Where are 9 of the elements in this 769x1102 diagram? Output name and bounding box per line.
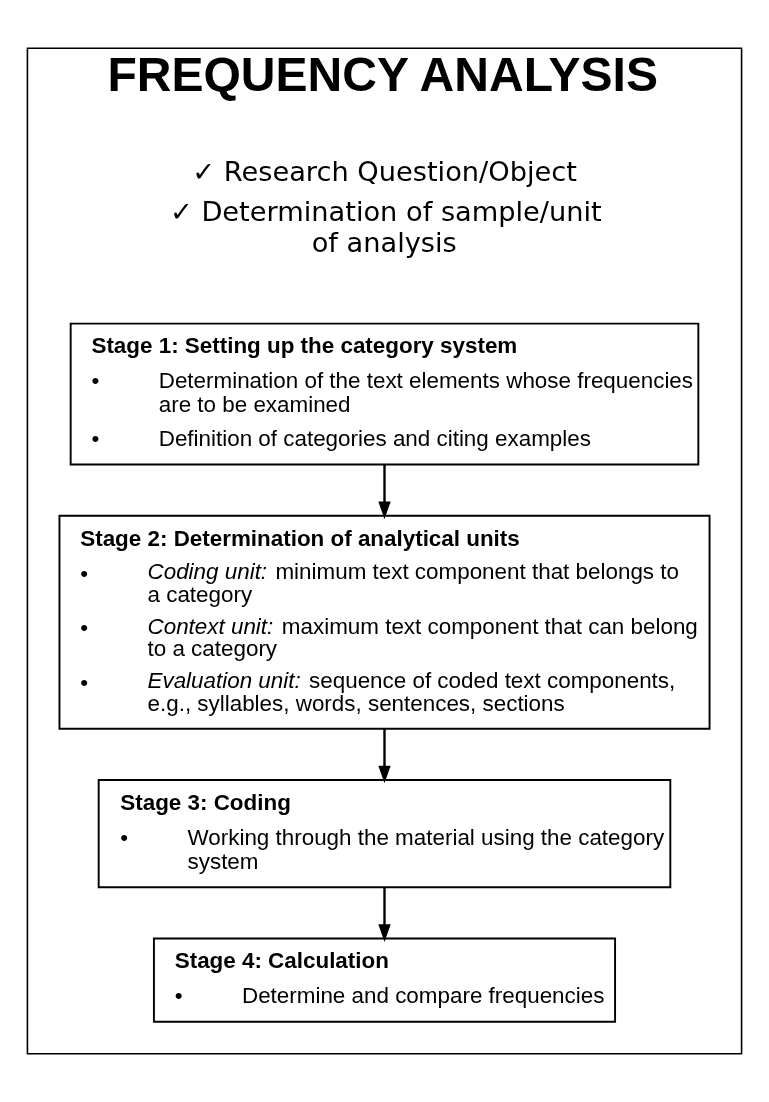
- arrow: [378, 465, 391, 520]
- node-box: Stage 2: Determination of analytical units • Coding unit: minimum text component that belongs to a category • Context unit: maximum text component that can belong to a category • Evaluation unit: sequence of coded text components, e.g., syllables, words, sentences, sections: [58, 514, 711, 730]
- node-box: Stage 3: Coding • Working through the material using the category system: [97, 779, 672, 889]
- arrow: [378, 729, 391, 784]
- node-box: Stage 1: Setting up the category system • Determination of the text elements whose frequencies are to be examined • Definition of categories and citing examples: [69, 322, 700, 466]
- arrow: [378, 887, 391, 942]
- label: ✓ Research Question/Object: [192, 156, 577, 188]
- label: ✓ Determination of sample/unit of analysis: [169, 196, 602, 258]
- node-box: Stage 4: Calculation • Determine and compare frequencies: [152, 937, 617, 1023]
